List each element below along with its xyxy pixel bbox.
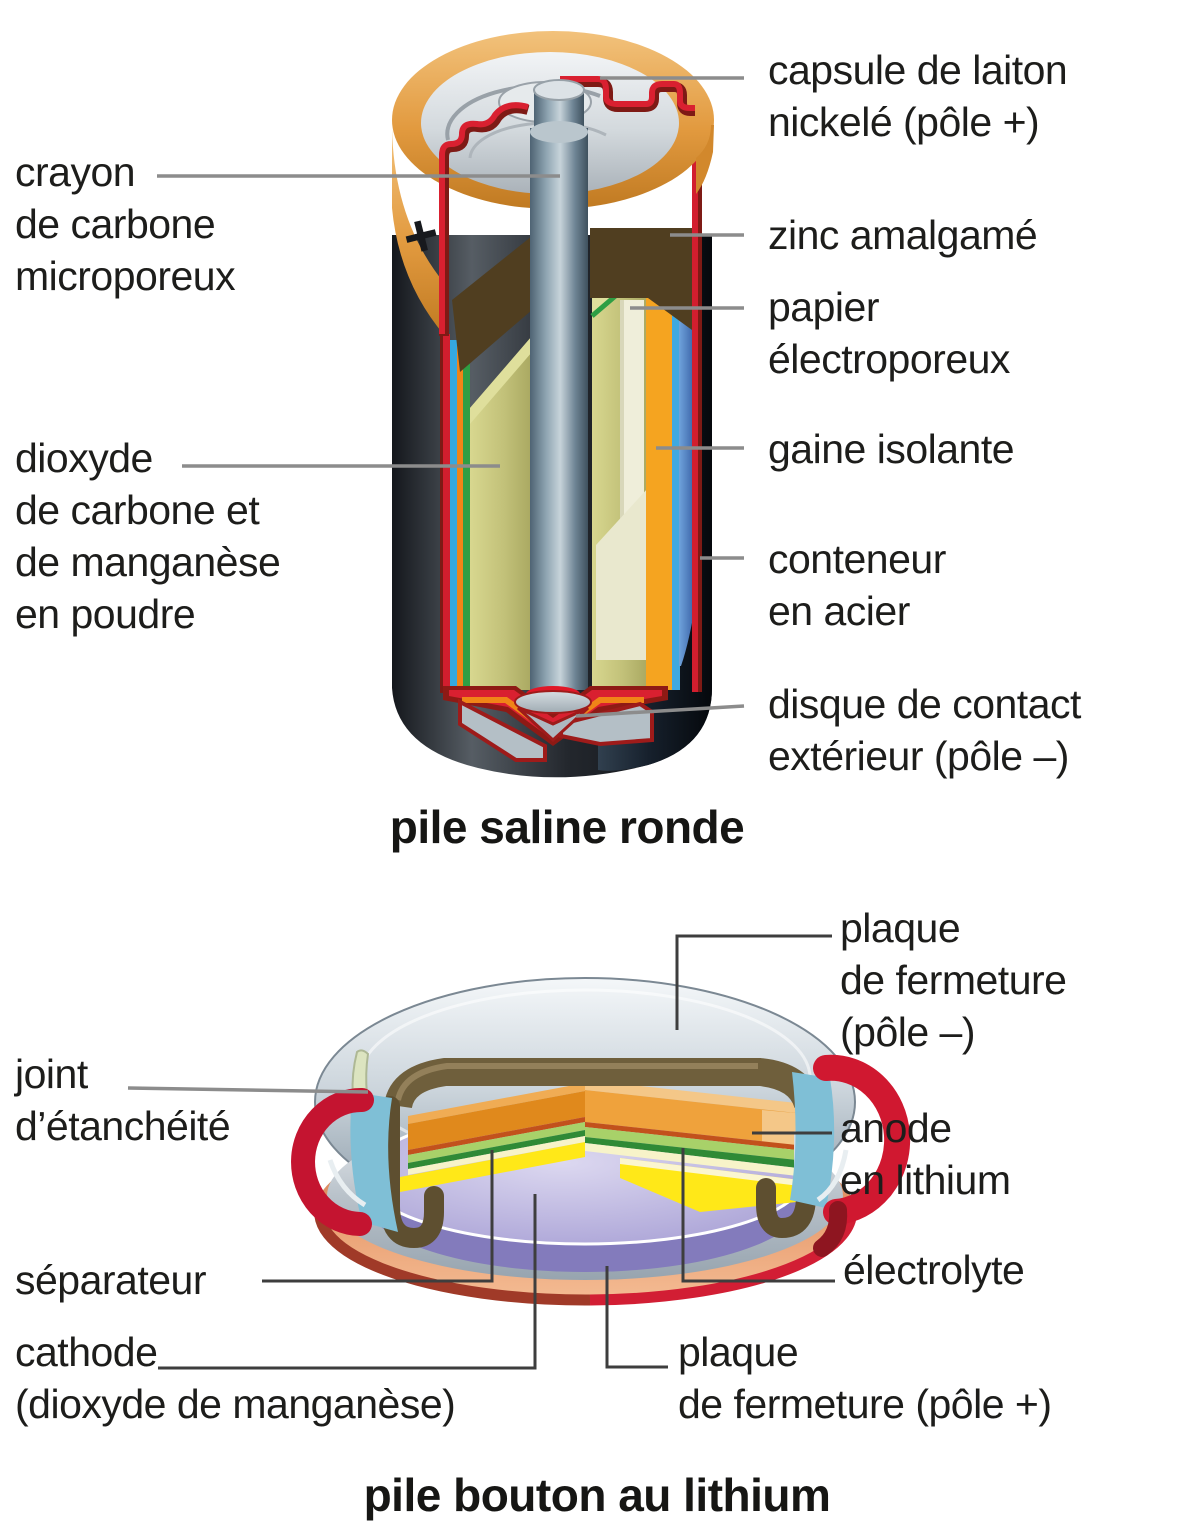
- label-dioxide-powder: dioxyde de carbone et de manganèse en po…: [15, 435, 281, 637]
- caption-round-cell: pile saline ronde: [389, 801, 745, 853]
- leader-plaque-pos: [605, 1266, 668, 1369]
- label-insulating-sheath: gaine isolante: [768, 426, 1015, 472]
- leader-disque: [575, 704, 745, 718]
- blue-panel-left: [350, 1092, 398, 1232]
- anode-top-left: [408, 1083, 585, 1124]
- red-clip-right: [813, 1054, 911, 1225]
- paper-lower-wedge: [596, 488, 648, 660]
- contact-wing-left: [458, 698, 547, 762]
- redline-right: [585, 1122, 806, 1151]
- round-cell-illustration: +: [392, 31, 714, 778]
- insulating-sheath-deep: [679, 236, 694, 690]
- label-electroporous-paper: papier électroporeux: [768, 284, 1010, 382]
- brass-cap-left: [392, 128, 445, 336]
- label-cathode: cathode (dioxyde de manganèse): [15, 1329, 456, 1427]
- separator-pale-right: [585, 1143, 806, 1177]
- cut-line-red-left: [443, 334, 450, 690]
- brass-cap-right: [696, 125, 714, 194]
- bitumen-seal-left: [452, 236, 532, 372]
- gaine-strip-left: [450, 340, 457, 690]
- anode-left: [408, 1091, 585, 1150]
- powder-edge-left: [470, 336, 532, 424]
- electrolyte-light-left: [408, 1122, 585, 1163]
- gasket-band-highlight: [395, 1063, 758, 1101]
- red-clip-left: [291, 1087, 374, 1236]
- amalgamated-zinc: [646, 228, 692, 690]
- zinc-strip-left: [457, 346, 463, 690]
- label-sealing-joint: joint d’étanchéité: [15, 1051, 231, 1149]
- label-electrolyte: électrolyte: [843, 1247, 1025, 1293]
- anode-right: [585, 1090, 806, 1146]
- separator-pale-left: [408, 1136, 585, 1175]
- anode-top-right: [585, 1080, 806, 1114]
- electrolyte-light-right: [585, 1127, 806, 1161]
- label-closing-plate-neg: plaque de fermeture (pôle –): [840, 905, 1067, 1055]
- leader-lines: [127, 76, 835, 1370]
- paper-shade: [620, 300, 624, 660]
- carbon-rod: [530, 128, 588, 690]
- layer-stack-left: [400, 1083, 585, 1192]
- electrolyte-dark-right: [585, 1137, 806, 1169]
- dome-edge-highlight-right: [816, 1149, 849, 1203]
- paper-strip-left: [463, 352, 470, 690]
- electrolyte-dark-left: [408, 1130, 585, 1169]
- leader-joint: [127, 1086, 369, 1094]
- caption-button-cell: pile bouton au lithium: [363, 1469, 831, 1521]
- gasket-hook-right: [756, 1092, 816, 1239]
- carbon-rod-collar: [530, 121, 588, 143]
- crimp-shadow-left: [439, 103, 530, 336]
- layer-stack-right: [585, 1080, 816, 1212]
- contact-dimple: [516, 706, 590, 743]
- carbon-rod-cap-top: [533, 79, 585, 101]
- redline-left: [408, 1117, 585, 1155]
- contact-disc: [514, 690, 592, 714]
- cut-line-maroon-right: [698, 112, 702, 692]
- blue-panel-right: [790, 1072, 835, 1208]
- powder-block-left: [470, 336, 532, 690]
- label-brass-capsule: capsule de laiton nickelé (pôle +): [768, 47, 1068, 145]
- crimp-red-right: [560, 76, 695, 111]
- button-cell-illustration: [291, 977, 911, 1306]
- label-closing-plate-pos: plaque de fermeture (pôle +): [678, 1329, 1052, 1427]
- label-lithium-anode: anode en lithium: [840, 1105, 1011, 1203]
- bitumen-seal-right: [590, 228, 692, 330]
- insulating-sheath-light: [672, 244, 680, 690]
- leader-plaque-neg: [675, 934, 832, 1030]
- leader-electrolyte: [681, 1148, 835, 1283]
- crimp-red-left: [439, 102, 529, 334]
- top-plate-swirl2: [468, 121, 607, 159]
- label-contact-disc: disque de contact extérieur (pôle –): [768, 681, 1081, 779]
- label-steel-container: conteneur en acier: [768, 536, 946, 634]
- label-separator: séparateur: [15, 1257, 207, 1303]
- cut-line-red-right: [692, 112, 699, 692]
- leader-cathode: [158, 1194, 537, 1370]
- dome-edge-highlight-left: [327, 1159, 367, 1208]
- red-clip-right-shadow: [813, 1201, 848, 1257]
- label-carbon-rod: crayon de carbone microporeux: [15, 149, 236, 299]
- leader-separateur: [262, 1150, 494, 1283]
- label-amalgamated-zinc: zinc amalgamé: [768, 212, 1038, 258]
